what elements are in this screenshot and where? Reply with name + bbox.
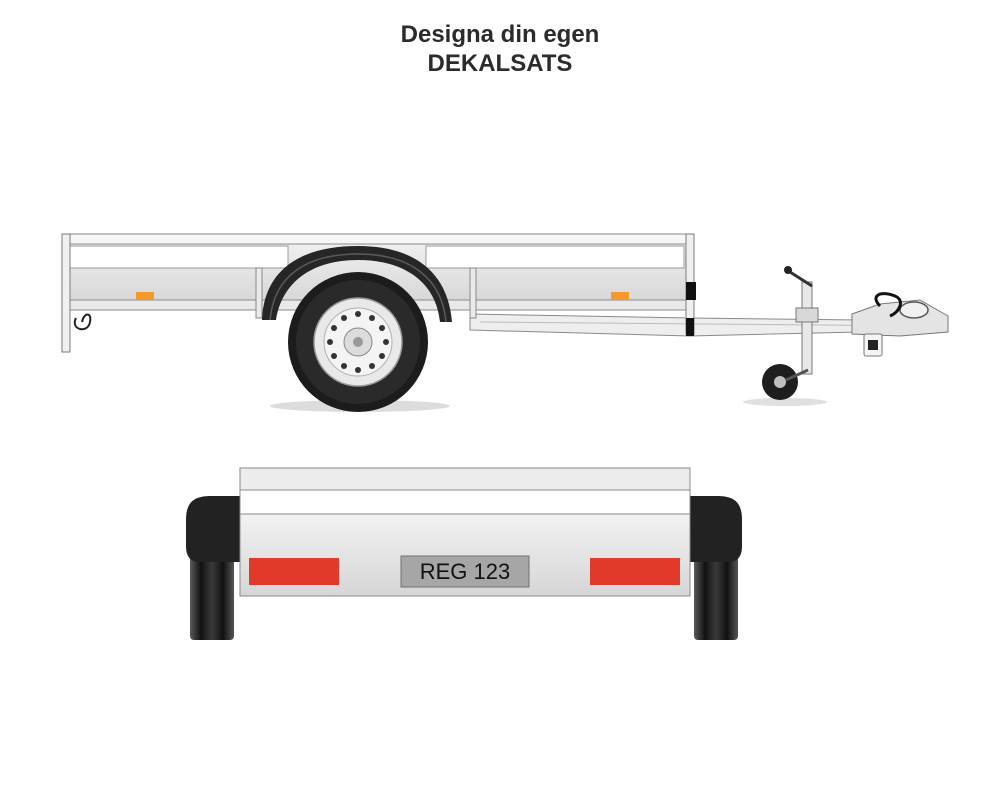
rear-reflector-right	[590, 558, 680, 585]
title-block: Designa din egen DEKALSATS	[0, 20, 1000, 78]
license-plate	[400, 555, 530, 588]
side-view	[61, 233, 949, 412]
rear-tire-left	[190, 556, 234, 640]
rear-fender-left	[186, 496, 240, 562]
coupling-head	[851, 292, 949, 357]
title-line-1: Designa din egen	[400, 21, 600, 48]
side-marker-front	[136, 292, 154, 300]
rear-reflector-left	[249, 558, 339, 585]
rear-view: REG 123	[186, 467, 742, 640]
rear-decal-area	[239, 489, 691, 515]
rear-fender-right	[690, 496, 742, 562]
top-rail	[61, 233, 695, 245]
side-marker-rear	[611, 292, 629, 300]
rear-top-panel	[239, 467, 691, 491]
side-wheel	[288, 272, 428, 412]
front-post	[61, 233, 71, 353]
side-decal-area-rear	[425, 245, 685, 269]
jockey-shadow	[743, 398, 827, 406]
fender	[262, 246, 452, 322]
license-plate-text: REG 123	[420, 559, 511, 584]
title-line-2: DEKALSATS	[427, 50, 573, 77]
rear-tire-right	[694, 556, 738, 640]
side-decal-area-front	[69, 245, 289, 269]
jockey-post	[801, 281, 813, 375]
